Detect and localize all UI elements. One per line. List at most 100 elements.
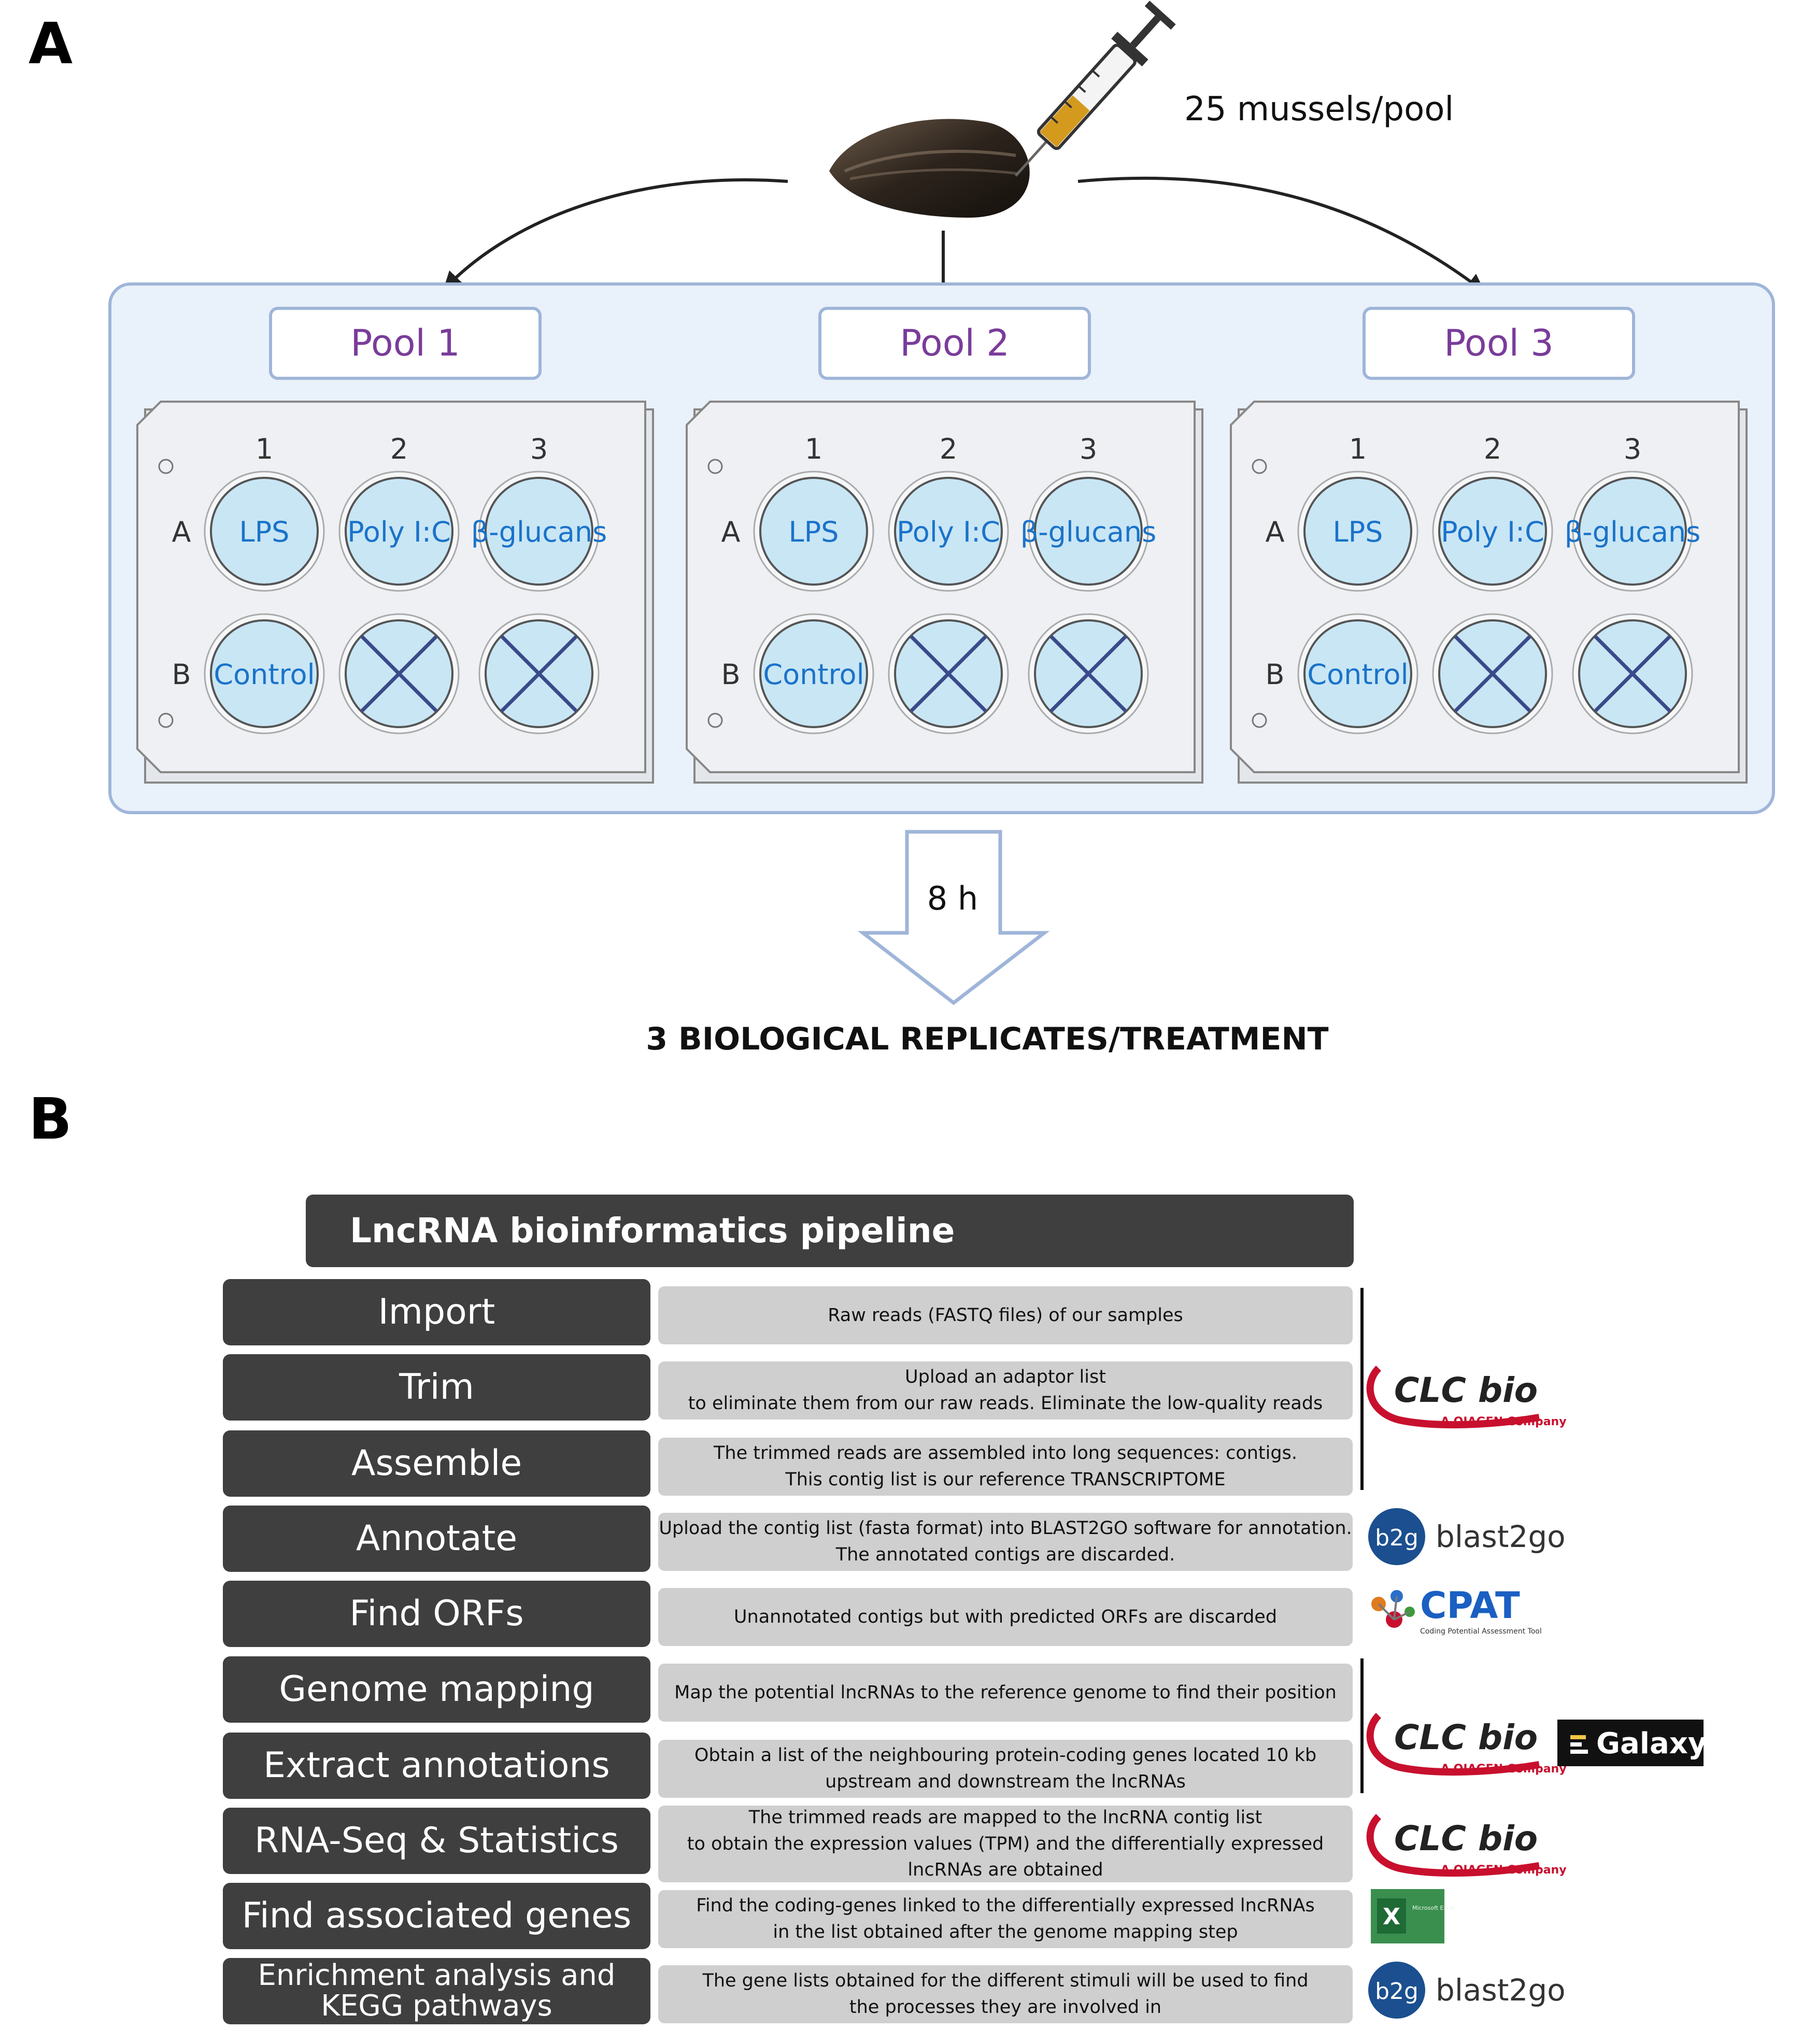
well-label: β-glucans bbox=[1020, 516, 1157, 548]
pipeline-step: Annotate bbox=[223, 1506, 650, 1572]
plate-column-label: 3 bbox=[530, 433, 548, 465]
description-line: upstream and downstream the lncRNAs bbox=[825, 1771, 1186, 1792]
pipeline-step: Trim bbox=[223, 1354, 650, 1421]
plate-row-label: B bbox=[1265, 658, 1284, 691]
clc-logo-text: CLC bio bbox=[1394, 1370, 1538, 1410]
svg-text:blast2go: blast2go bbox=[1436, 1972, 1566, 2008]
plate-column-label: 1 bbox=[256, 433, 273, 465]
plate-column-label: 1 bbox=[1349, 433, 1367, 465]
syringe-icon bbox=[1014, 1, 1176, 177]
plate-column-label: 3 bbox=[1624, 433, 1641, 465]
biological-replicates-text: 3 BIOLOGICAL REPLICATES/TREATMENT bbox=[646, 1021, 1328, 1057]
well bbox=[345, 477, 453, 586]
pipeline-step-description: Map the potential lncRNAs to the referen… bbox=[658, 1664, 1353, 1722]
cpat-logo-text: CPAT bbox=[1420, 1584, 1520, 1627]
pool-title-box bbox=[818, 307, 1091, 380]
well-label: Control bbox=[1307, 658, 1408, 691]
well bbox=[485, 477, 593, 586]
well-label: Poly I:C bbox=[1441, 516, 1544, 548]
plate-row-label: A bbox=[172, 516, 191, 548]
plate-corner-hole bbox=[158, 713, 174, 728]
pipeline-step-description: Obtain a list of the neighbouring protei… bbox=[658, 1740, 1353, 1798]
clc-bio-logo-2: CLC bio A QIAGEN Company bbox=[1366, 1713, 1567, 1776]
excel-logo-text: X bbox=[1383, 1904, 1400, 1930]
arrow-to-pool-1 bbox=[443, 178, 788, 291]
pipeline-step-description: Upload the contig list (fasta format) in… bbox=[658, 1513, 1353, 1571]
plate-column-label: 3 bbox=[1080, 433, 1097, 465]
description-line: The gene lists obtained for the differen… bbox=[702, 1970, 1309, 1992]
plate-corner-hole bbox=[707, 459, 723, 474]
description-line: Raw reads (FASTQ files) of our samples bbox=[828, 1304, 1183, 1326]
description-line: Upload the contig list (fasta format) in… bbox=[659, 1518, 1352, 1539]
pipeline-step-description: The trimmed reads are assembled into lon… bbox=[658, 1438, 1353, 1496]
pipeline-step-description: Upload an adaptor list to eliminate them … bbox=[658, 1361, 1353, 1420]
description-line: Unannotated contigs but with predicted O… bbox=[733, 1606, 1278, 1627]
pipeline-step: RNA-Seq & Statistics bbox=[223, 1808, 650, 1874]
well bbox=[210, 619, 319, 728]
description-line: Upload an adaptor list bbox=[905, 1367, 1106, 1388]
description-line: Find the coding-genes linked to the diff… bbox=[696, 1895, 1315, 1917]
pool-title-box bbox=[1363, 307, 1635, 380]
empty-well-cross bbox=[1454, 635, 1531, 713]
plate-corner-hole bbox=[1252, 713, 1267, 728]
plate-column-label: 2 bbox=[940, 433, 957, 465]
cpat-logo: CPAT Coding Potential Assessment Tool bbox=[1371, 1584, 1542, 1636]
pipeline-step-description: The gene lists obtained for the differen… bbox=[658, 1965, 1353, 2023]
description-line: The trimmed reads are assembled into lon… bbox=[714, 1443, 1297, 1464]
clc-bracket-bottom bbox=[1360, 1658, 1364, 1793]
svg-text:b2g: b2g bbox=[1375, 1978, 1418, 2005]
plate-corner-hole bbox=[1252, 459, 1267, 474]
blast2go-logo-1: b2g blast2go bbox=[1368, 1508, 1566, 1565]
well bbox=[894, 477, 1003, 586]
blast2go-logo-2: b2g blast2go bbox=[1368, 1962, 1566, 2019]
pipeline-step-description: The trimmed reads are mapped to the lncR… bbox=[658, 1806, 1353, 1882]
pool-title-box bbox=[269, 307, 542, 380]
pool-title: Pool 1 bbox=[350, 322, 460, 364]
pool-title: Pool 2 bbox=[900, 322, 1010, 364]
plate-column-label: 1 bbox=[805, 433, 822, 465]
pipeline-step: Find associated genes bbox=[223, 1883, 650, 1949]
well-label: Control bbox=[763, 658, 864, 691]
pipeline-step-name-line: Enrichment analysis and bbox=[258, 1958, 616, 1993]
empty-well-cross bbox=[1049, 635, 1127, 713]
svg-text:CLC bio: CLC bio bbox=[1394, 1819, 1538, 1858]
pipeline-step-description: Find the coding-genes linked to the diff… bbox=[658, 1890, 1353, 1948]
empty-well-cross bbox=[910, 635, 987, 713]
empty-well-cross bbox=[1594, 635, 1671, 713]
blast2go-badge-text: b2g bbox=[1375, 1525, 1418, 1551]
plate-row-label: A bbox=[721, 516, 741, 548]
pipeline-step: Find ORFs bbox=[223, 1581, 650, 1647]
plate-corner-hole bbox=[707, 713, 723, 728]
well bbox=[1438, 477, 1547, 586]
description-line: The annotated contigs are discarded. bbox=[835, 1544, 1175, 1565]
description-line: Obtain a list of the neighbouring protei… bbox=[694, 1745, 1317, 1766]
clc-bio-logo-1: CLC bio A QIAGEN Company bbox=[1366, 1366, 1567, 1429]
cpat-logo-subtext: Coding Potential Assessment Tool bbox=[1420, 1627, 1542, 1636]
panel-b-label: B bbox=[29, 1086, 72, 1152]
pipeline-step-description: Raw reads (FASTQ files) of our samples bbox=[658, 1286, 1353, 1344]
mussel-icon bbox=[829, 119, 1030, 218]
description-line: in the list obtained after the genome ma… bbox=[773, 1922, 1238, 1942]
incubation-time-text: 8 h bbox=[927, 879, 978, 917]
panel-a-label: A bbox=[29, 10, 73, 77]
well bbox=[210, 477, 319, 586]
well-label: Poly I:C bbox=[347, 516, 451, 548]
description-line: lncRNAs are obtained bbox=[907, 1860, 1103, 1881]
down-arrow bbox=[857, 830, 1050, 1005]
well-label: LPS bbox=[1333, 516, 1383, 548]
well-label: β-glucans bbox=[1565, 516, 1701, 548]
arrow-to-pool-3 bbox=[1077, 176, 1485, 293]
clc-logo-subtext: A QIAGEN Company bbox=[1441, 1415, 1567, 1428]
svg-text:A QIAGEN Company: A QIAGEN Company bbox=[1441, 1763, 1567, 1776]
clc-bracket-top bbox=[1360, 1288, 1364, 1490]
well bbox=[759, 477, 868, 586]
clc-bio-logo-3: CLC bio A QIAGEN Company bbox=[1366, 1814, 1567, 1877]
description-line: to eliminate them from our raw reads. El… bbox=[688, 1393, 1323, 1414]
excel-logo: X Microsoft Excel bbox=[1371, 1889, 1455, 1943]
description-line: The trimmed reads are mapped to the lncR… bbox=[748, 1807, 1262, 1828]
pipeline-step: Extract annotations bbox=[223, 1733, 650, 1799]
